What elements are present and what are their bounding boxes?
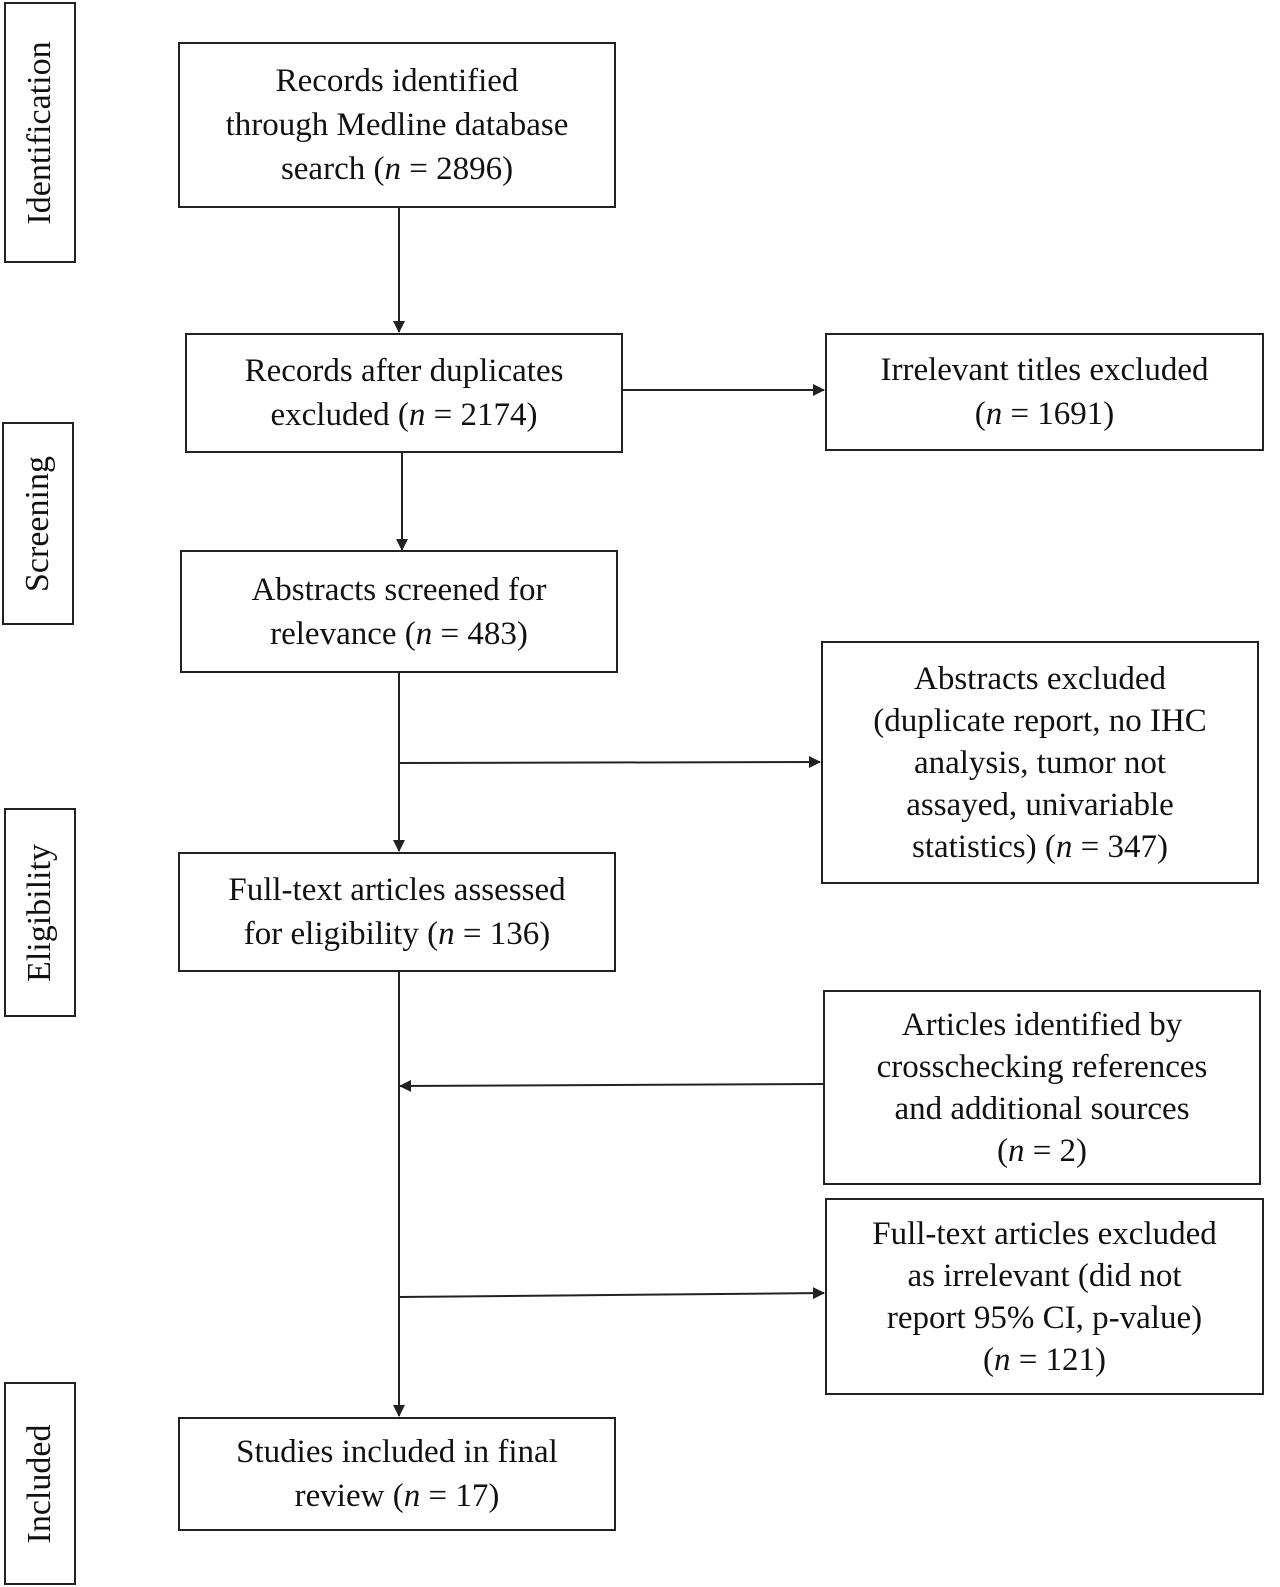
stage-screening: Screening bbox=[2, 422, 74, 625]
arrow-to-abstracts-excluded bbox=[398, 756, 821, 769]
stage-eligibility: Eligibility bbox=[4, 808, 76, 1017]
box-articles-crosschecked: Articles identified by crosschecking ref… bbox=[823, 990, 1261, 1185]
box-records-identified: Records identified through Medline datab… bbox=[178, 42, 616, 208]
box-fulltext-assessed: Full-text articles assessed for eligibil… bbox=[178, 852, 616, 972]
stage-included: Included bbox=[4, 1382, 76, 1585]
box-abstracts-excluded: Abstracts excluded (duplicate report, no… bbox=[821, 641, 1259, 884]
stage-identification: Identification bbox=[4, 2, 76, 263]
arrow-crosschecked-to-main bbox=[399, 1079, 824, 1092]
box-irrelevant-titles-excluded: Irrelevant titles excluded (n = 1691) bbox=[825, 333, 1264, 451]
box-abstracts-screened: Abstracts screened for relevance (n = 48… bbox=[180, 550, 618, 673]
box-records-after-duplicates: Records after duplicates excluded (n = 2… bbox=[185, 333, 623, 453]
box-fulltext-excluded: Full-text articles excluded as irrelevan… bbox=[825, 1198, 1264, 1395]
arrow-to-fulltext-excluded bbox=[398, 1287, 825, 1300]
box-studies-included: Studies included in final review (n = 17… bbox=[178, 1417, 616, 1531]
